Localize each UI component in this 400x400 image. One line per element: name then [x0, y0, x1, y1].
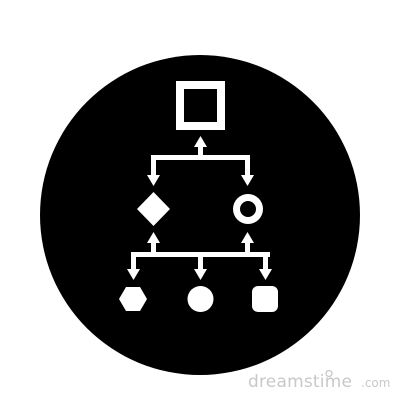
circle-node: [233, 194, 263, 224]
dreamstime-watermark: dreamstime .com: [248, 370, 390, 392]
top-square-node: [176, 81, 225, 130]
filled-circle-node: [187, 286, 214, 312]
flowchart-glyph: [119, 81, 278, 312]
svg-text:.com: .com: [361, 376, 390, 390]
svg-text:dreamstime: dreamstime: [248, 372, 352, 392]
hexagon-node: [119, 287, 147, 311]
circle-background: [40, 55, 360, 375]
diamond-node: [137, 192, 170, 226]
rounded-square-node: [252, 286, 278, 312]
